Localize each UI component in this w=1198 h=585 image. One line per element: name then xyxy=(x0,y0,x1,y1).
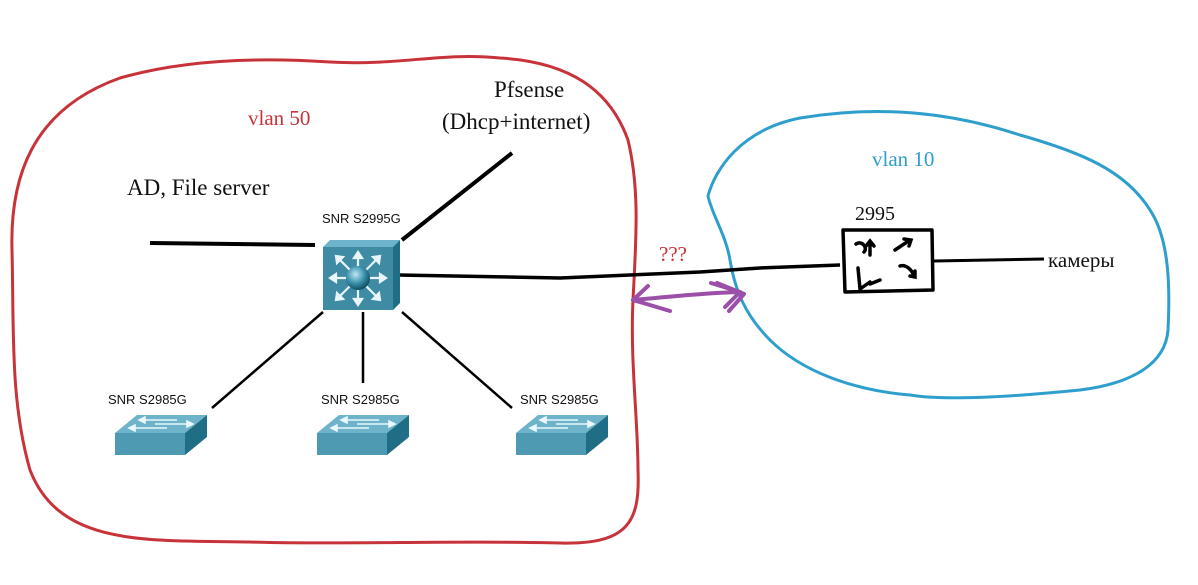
core-switch-icon[interactable] xyxy=(323,240,400,310)
link-ad-server xyxy=(149,241,316,247)
access-switch-1-icon[interactable] xyxy=(115,415,207,455)
ad-server-label: AD, File server xyxy=(127,175,270,200)
core-switch-label: SNR S2995G xyxy=(322,211,401,226)
link-cameras xyxy=(933,257,1045,263)
remote-switch-icon[interactable] xyxy=(841,228,935,294)
link-access-3 xyxy=(401,311,513,409)
access-switch-3-icon[interactable] xyxy=(516,415,608,455)
cameras-label: камеры xyxy=(1048,248,1114,272)
vlan10-boundary xyxy=(706,110,1171,400)
remote-switch-label: 2995 xyxy=(855,203,895,225)
link-pfsense xyxy=(400,151,514,242)
bidirectional-arrow-icon xyxy=(631,281,746,313)
access-switch-3-label: SNR S2985G xyxy=(520,392,599,407)
vlan10-label: vlan 10 xyxy=(872,147,934,171)
link-trunk-to-remote xyxy=(397,263,841,280)
access-switch-1-label: SNR S2985G xyxy=(108,392,187,407)
link-access-1 xyxy=(211,311,324,409)
question-label: ??? xyxy=(659,242,687,266)
vlan50-boundary xyxy=(10,55,640,545)
pfsense-label: Pfsense xyxy=(494,77,564,102)
access-switch-2-icon[interactable] xyxy=(317,415,409,455)
access-switch-2-label: SNR S2985G xyxy=(321,392,400,407)
vlan50-label: vlan 50 xyxy=(248,106,310,130)
pfsense-sub-label: (Dhcp+internet) xyxy=(442,109,590,134)
